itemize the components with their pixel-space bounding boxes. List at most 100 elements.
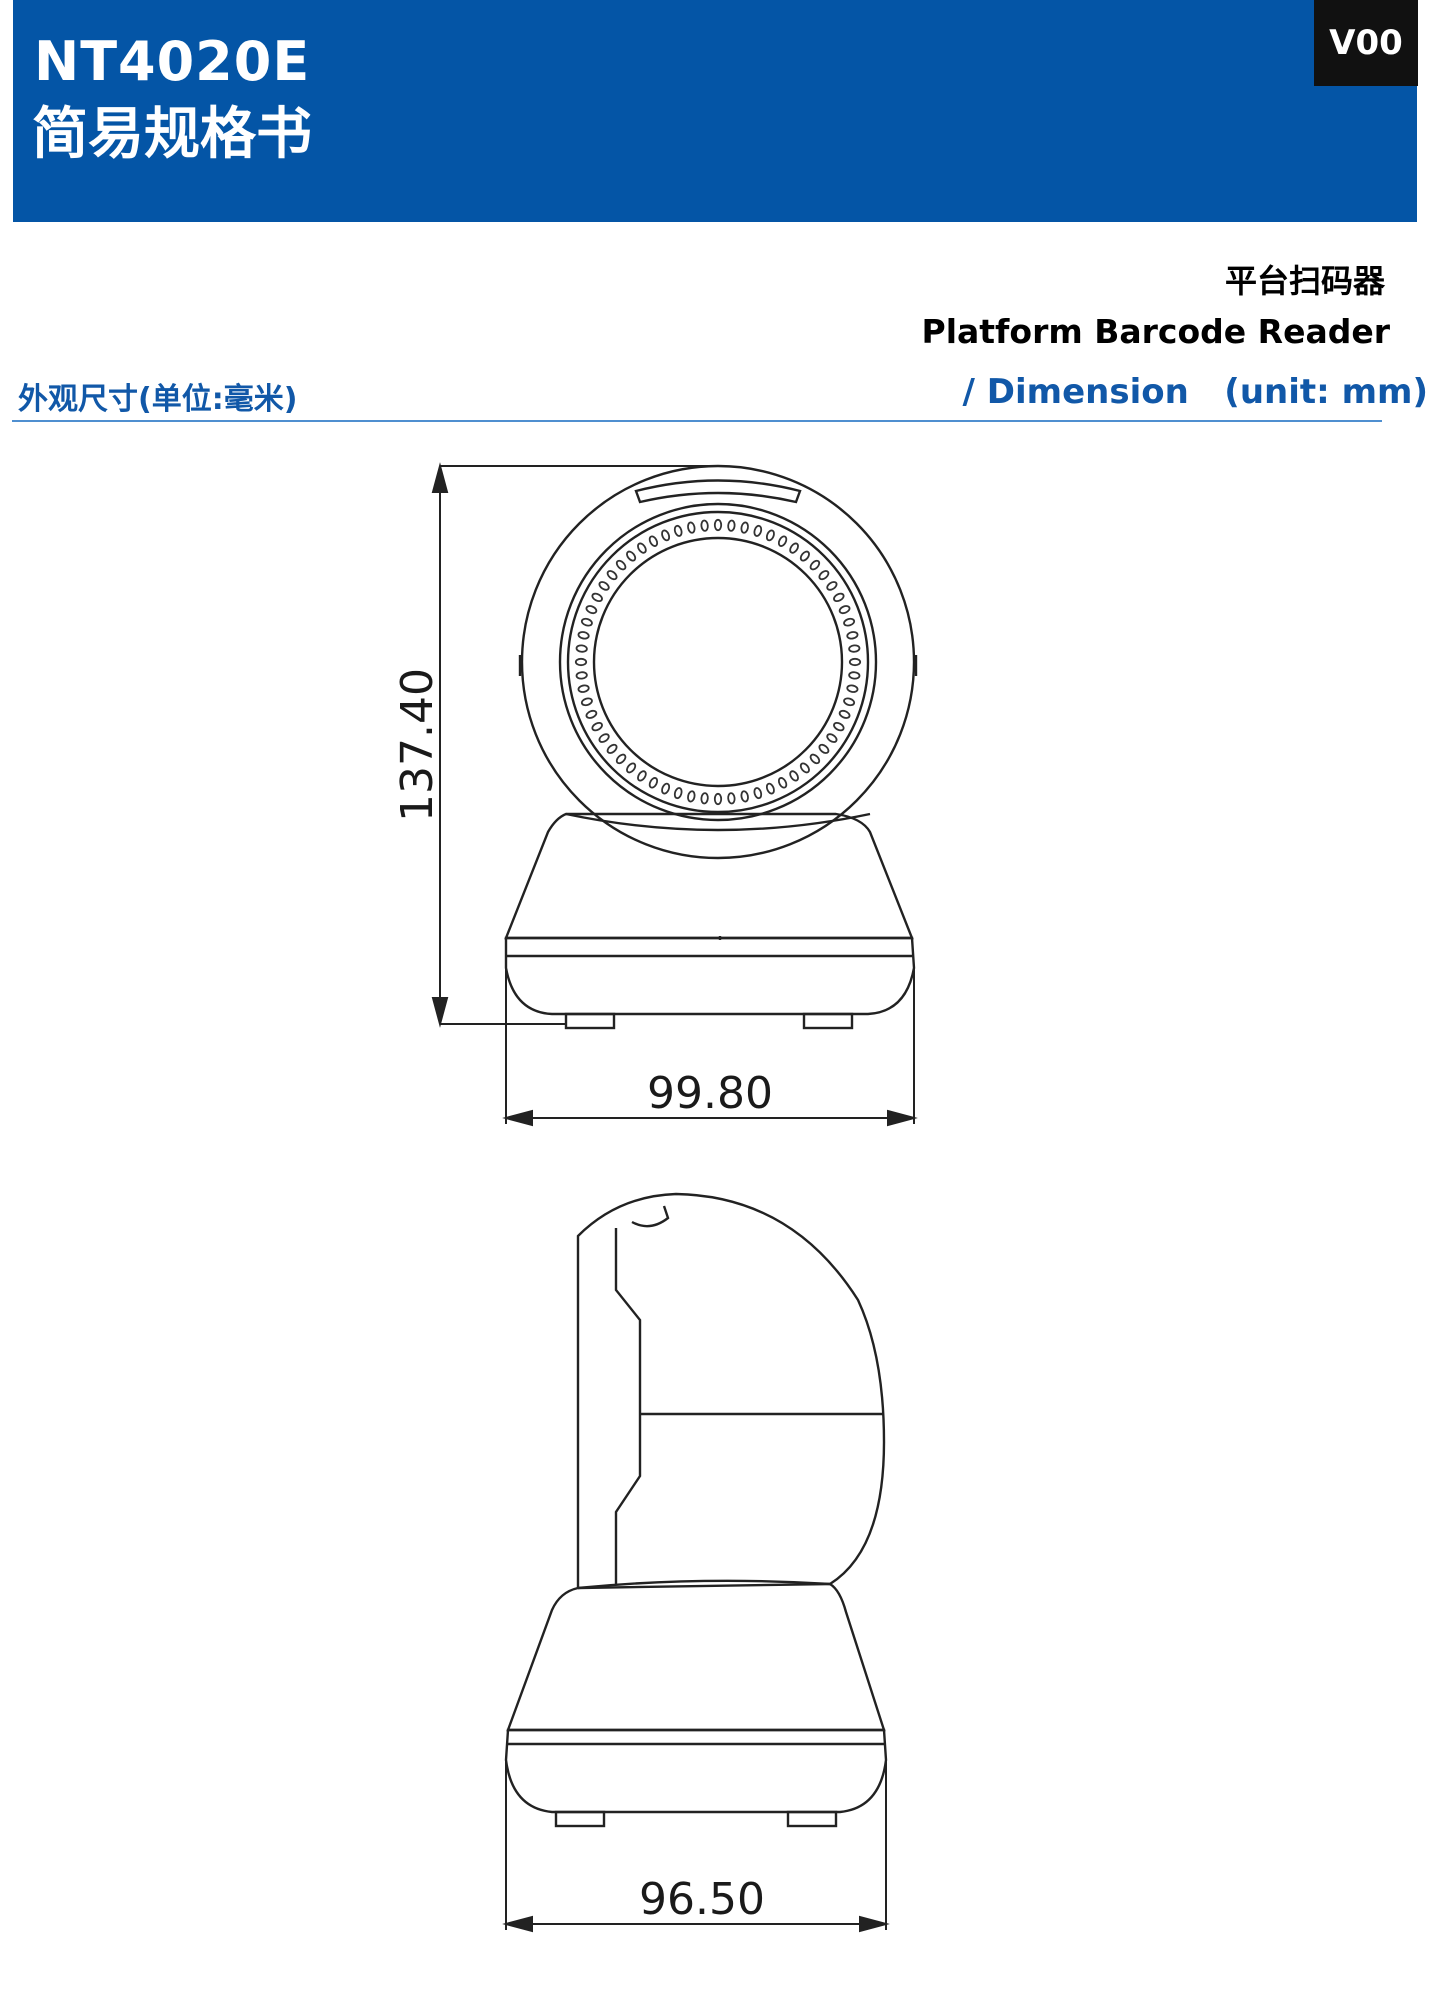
- side-base-plate: [504, 1728, 888, 1814]
- led-dot: [818, 743, 830, 754]
- header-band: [13, 0, 1417, 222]
- version-badge: V00: [1314, 0, 1418, 86]
- led-dot: [727, 519, 736, 532]
- front-view: [504, 464, 918, 1030]
- section-title-en: / Dimension (unit: mm): [962, 372, 1428, 412]
- led-dot: [777, 535, 788, 547]
- product-name-en: Platform Barcode Reader: [921, 312, 1390, 351]
- led-dot: [838, 605, 851, 615]
- front-height-dimension: [431, 462, 712, 1028]
- side-view: [504, 1192, 888, 1828]
- document-title: 简易规格书: [32, 102, 312, 167]
- led-dot: [661, 529, 671, 542]
- led-dot: [826, 733, 838, 743]
- model-name: NT4020E: [34, 30, 311, 93]
- led-dot: [626, 762, 637, 774]
- product-name-cn: 平台扫码器: [1224, 262, 1385, 300]
- led-dot: [809, 559, 821, 571]
- led-dot: [673, 787, 683, 800]
- led-dot: [740, 790, 749, 803]
- led-dot: [799, 550, 810, 562]
- front-collar: [565, 812, 871, 832]
- side-width-label: 96.50: [639, 1874, 765, 1925]
- front-head-outer: [520, 464, 916, 860]
- led-dot: [765, 529, 775, 542]
- front-bezel-outer: [558, 502, 878, 822]
- side-window-recess: [614, 1228, 642, 1584]
- led-dot: [848, 671, 861, 680]
- side-collar: [577, 1579, 831, 1590]
- led-dot: [833, 592, 845, 603]
- front-led-ring: [574, 518, 862, 806]
- side-foot-left: [554, 1810, 606, 1828]
- section-title-cn: 外观尺寸(单位:毫米): [18, 382, 298, 417]
- side-width-dimension: [502, 1760, 890, 1933]
- side-sensor-bump: [631, 1205, 670, 1228]
- led-dot: [789, 542, 799, 554]
- led-dot: [848, 644, 861, 653]
- led-dot: [648, 535, 659, 547]
- led-dot: [580, 697, 593, 707]
- led-dot: [789, 770, 799, 782]
- led-dot: [838, 709, 851, 719]
- led-dot: [637, 770, 647, 782]
- led-dot: [585, 709, 598, 719]
- led-dot: [577, 684, 590, 693]
- led-dot: [577, 631, 590, 640]
- front-base-cone: [504, 812, 914, 940]
- side-foot-right: [786, 1810, 838, 1828]
- led-dot: [753, 787, 763, 800]
- section-divider: [12, 420, 1382, 422]
- led-dot: [846, 631, 859, 640]
- led-dot: [818, 570, 830, 581]
- led-dot: [713, 792, 723, 806]
- front-width-dimension: [502, 968, 918, 1127]
- led-dot: [591, 721, 603, 732]
- front-height-label: 137.40: [392, 668, 443, 822]
- led-dot: [591, 592, 603, 603]
- led-dot: [843, 617, 856, 627]
- led-dot: [615, 559, 627, 571]
- front-window: [592, 536, 844, 788]
- led-dot: [580, 617, 593, 627]
- led-dot: [740, 521, 749, 534]
- led-dot: [846, 684, 859, 693]
- led-dot: [673, 524, 683, 537]
- front-foot-right: [802, 1012, 854, 1030]
- led-dot: [777, 777, 788, 789]
- led-dot: [687, 790, 696, 803]
- led-dot: [753, 524, 763, 537]
- led-dot: [687, 521, 696, 534]
- led-dot: [848, 657, 862, 667]
- front-top-light: [634, 479, 802, 504]
- led-dot: [574, 657, 588, 667]
- led-dot: [598, 733, 610, 743]
- led-dot: [661, 782, 671, 795]
- led-dot: [648, 777, 659, 789]
- led-dot: [700, 519, 709, 532]
- led-dot: [626, 550, 637, 562]
- led-dot: [826, 581, 838, 591]
- led-dot: [615, 753, 627, 765]
- front-foot-left: [564, 1012, 616, 1030]
- front-width-label: 99.80: [647, 1068, 773, 1119]
- led-dot: [637, 542, 647, 554]
- led-dot: [727, 792, 736, 805]
- led-dot: [809, 753, 821, 765]
- led-dot: [799, 762, 810, 774]
- led-dot: [585, 605, 598, 615]
- led-dot: [765, 782, 775, 795]
- led-dot: [606, 743, 618, 754]
- front-base-plate: [504, 936, 916, 1016]
- led-dot: [575, 671, 588, 680]
- led-dot: [575, 644, 588, 653]
- side-base-cone: [506, 1582, 886, 1732]
- led-dot: [843, 697, 856, 707]
- front-bezel-inner: [566, 510, 870, 814]
- side-head-profile: [576, 1192, 886, 1588]
- led-dot: [606, 570, 618, 581]
- led-dot: [713, 518, 723, 532]
- led-dot: [598, 581, 610, 591]
- led-dot: [833, 721, 845, 732]
